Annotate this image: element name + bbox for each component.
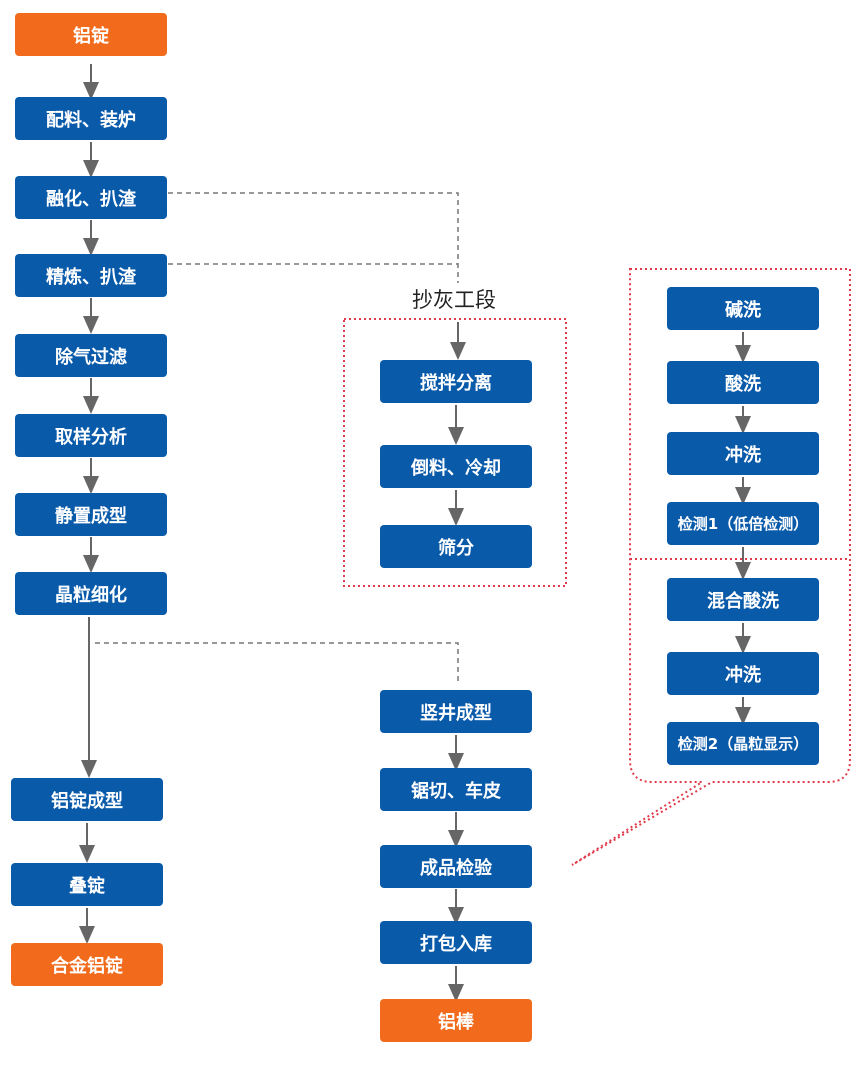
step-refining-skimming: 精炼、扒渣 bbox=[15, 254, 167, 297]
step-packing-storage: 打包入库 bbox=[380, 921, 532, 964]
slag-group-frame bbox=[343, 318, 567, 587]
step-grain-refinement: 晶粒细化 bbox=[15, 572, 167, 615]
step-mixed-acid-wash: 混合酸洗 bbox=[667, 578, 819, 621]
step-shaft-casting: 竖井成型 bbox=[380, 690, 532, 733]
step-alloy-ingot: 合金铝锭 bbox=[11, 943, 163, 986]
inspection-callout-frame bbox=[571, 268, 851, 866]
step-ingot-forming: 铝锭成型 bbox=[11, 778, 163, 821]
step-aluminum-ingot: 铝锭 bbox=[15, 13, 167, 56]
step-rinse-1: 冲洗 bbox=[667, 432, 819, 475]
step-settling-forming: 静置成型 bbox=[15, 493, 167, 536]
step-stir-separation: 搅拌分离 bbox=[380, 360, 532, 403]
slag-group-title: 抄灰工段 bbox=[412, 288, 496, 312]
step-degassing-filtering: 除气过滤 bbox=[15, 334, 167, 377]
step-acid-wash: 酸洗 bbox=[667, 361, 819, 404]
step-aluminum-rod: 铝棒 bbox=[380, 999, 532, 1042]
step-test-1: 检测1（低倍检测） bbox=[667, 502, 819, 545]
step-product-inspection: 成品检验 bbox=[380, 845, 532, 888]
step-sawing-turning: 锯切、车皮 bbox=[380, 768, 532, 811]
step-batching-charging: 配料、装炉 bbox=[15, 97, 167, 140]
step-rinse-2: 冲洗 bbox=[667, 652, 819, 695]
dashed-link-rod bbox=[95, 642, 459, 683]
step-sampling-analysis: 取样分析 bbox=[15, 414, 167, 457]
step-melting-skimming: 融化、扒渣 bbox=[15, 176, 167, 219]
step-screening: 筛分 bbox=[380, 525, 532, 568]
step-test-2: 检测2（晶粒显示） bbox=[667, 722, 819, 765]
dashed-link-melting bbox=[168, 192, 459, 283]
step-ingot-stacking: 叠锭 bbox=[11, 863, 163, 906]
step-alkali-wash: 碱洗 bbox=[667, 287, 819, 330]
step-pour-cool: 倒料、冷却 bbox=[380, 445, 532, 488]
